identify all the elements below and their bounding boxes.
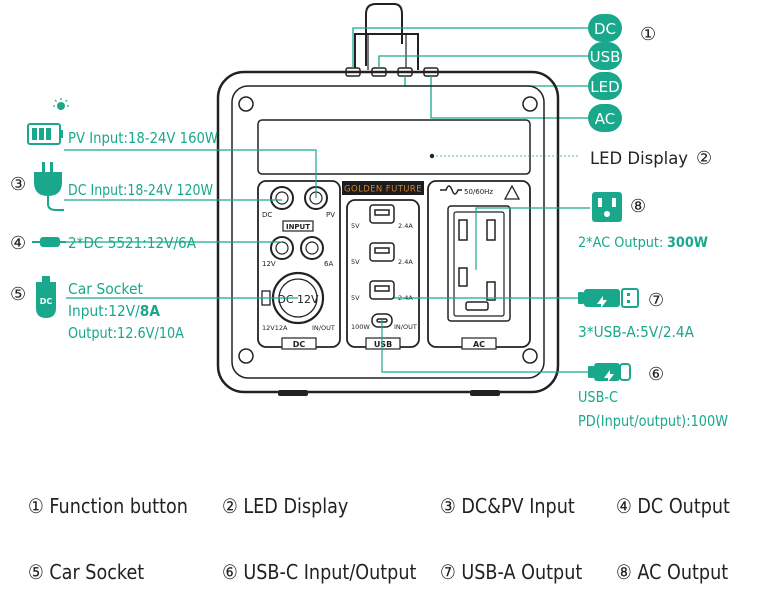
legend-item-ac-output: ⑧ AC Output	[616, 560, 728, 584]
device-handle	[365, 3, 403, 66]
port-pv-label: PV	[326, 211, 335, 219]
usb-c-title: USB-C	[578, 388, 618, 406]
dc-panel-label-text: DC	[293, 340, 306, 349]
input-label-box: INPUT	[282, 220, 314, 232]
car-plug-icon: DC	[36, 276, 56, 318]
usb-panel-label: USB	[365, 337, 401, 350]
legend-item-dc-pv-input: ③ DC&PV Input	[440, 494, 575, 518]
legend-number: ⑧	[616, 560, 632, 584]
warning-icon	[503, 184, 521, 200]
usb2-24a-label: 2.4A	[398, 258, 413, 266]
car-socket-label: DC 12V	[277, 293, 319, 306]
legend-label: USB-A Output	[461, 560, 583, 584]
dc-panel-label: DC	[281, 337, 317, 350]
badge-usb: USB	[588, 42, 622, 70]
badge-led-label: LED	[590, 78, 619, 96]
led-display-area	[257, 119, 531, 175]
car-input-value: 8A	[140, 302, 161, 320]
badge-dc-label: DC	[594, 20, 616, 38]
usb3-5v-label: 5V	[351, 294, 360, 302]
callout-number-5: ⑤	[10, 284, 26, 305]
car-output-text: Output:12.6V/10A	[68, 324, 185, 342]
pv-input-text: PV Input:18-24V 160W	[68, 129, 218, 147]
corner-screws	[238, 96, 538, 364]
ac-output-line: 2*AC Output:300W	[578, 235, 708, 251]
legend-label: AC Output	[637, 560, 729, 584]
input-label: INPUT	[286, 223, 310, 231]
car-socket-title: Car Socket	[68, 280, 143, 298]
badge-dc: DC	[588, 14, 622, 42]
svg-text:DC: DC	[40, 297, 53, 306]
callout-number-6: ⑥	[648, 364, 664, 385]
car-input-line: Input:12V/8A	[68, 302, 160, 320]
brand-text: GOLDEN FUTURE	[344, 185, 422, 195]
port-12v-label: 12V	[262, 260, 276, 268]
badge-ac: AC	[588, 104, 622, 132]
legend-item-usb-c: ⑥ USB-C Input/Output	[222, 560, 416, 584]
led-display-text: LED Display	[590, 149, 688, 169]
usb1-5v-label: 5V	[351, 222, 360, 230]
callout-number-2: ②	[696, 148, 712, 169]
pv-icon	[27, 98, 69, 145]
legend-label: Function button	[49, 494, 188, 518]
dc-input-text: DC Input:18-24V 120W	[68, 181, 213, 199]
ac-wave-icon	[440, 185, 462, 195]
dc-plug-icon	[34, 162, 64, 211]
legend-number: ⑦	[440, 560, 456, 584]
callout-number-8: ⑧	[630, 196, 646, 217]
legend-number: ④	[616, 494, 632, 518]
legend-item-function-button: ① Function button	[28, 494, 188, 518]
legend-label: DC&PV Input	[461, 494, 575, 518]
usb-a-plug-icon	[578, 288, 639, 308]
legend-label: LED Display	[243, 494, 349, 518]
callout-number-4: ④	[10, 233, 26, 254]
badge-ac-label: AC	[595, 110, 615, 128]
port-dc-label: DC	[262, 211, 272, 219]
legend-item-dc-output: ④ DC Output	[616, 494, 730, 518]
ac-output-prefix: 2*AC Output:	[578, 235, 663, 251]
dc-cable-icon	[32, 237, 66, 247]
usb-panel-label-text: USB	[374, 340, 392, 349]
callout-number-3: ③	[10, 174, 26, 195]
badge-usb-label: USB	[590, 48, 621, 66]
legend-number: ②	[222, 494, 238, 518]
brand-plate	[342, 181, 424, 195]
usb1-24a-label: 2.4A	[398, 222, 413, 230]
usbc-100w-label: 100W	[351, 323, 370, 331]
car-12v12a-label: 12V12A	[262, 324, 288, 332]
usb2-5v-label: 5V	[351, 258, 360, 266]
ac-output-value: 300W	[667, 235, 708, 251]
badge-led: LED	[588, 72, 622, 100]
device-body	[216, 70, 560, 394]
legend-label: Car Socket	[49, 560, 145, 584]
legend-number: ⑤	[28, 560, 44, 584]
legend-item-car-socket: ⑤ Car Socket	[28, 560, 144, 584]
ac-panel-label-text: AC	[473, 340, 485, 349]
callout-number-7: ⑦	[648, 290, 664, 311]
device-diagram: DC ① USB LED AC GOLDEN FUTURE DC PV INPU…	[10, 3, 728, 430]
port-6a-label: 6A	[324, 260, 333, 268]
legend-item-usb-a: ⑦ USB-A Output	[440, 560, 582, 584]
ac-outlet-icon	[592, 192, 622, 222]
usb-c-output-text: PD(Input/output):100W	[578, 412, 728, 430]
legend-label: DC Output	[637, 494, 730, 518]
dc-output-text: 2*DC 5521:12V/6A	[68, 234, 197, 252]
usb-c-plug-icon	[588, 363, 631, 382]
legend-number: ③	[440, 494, 456, 518]
legend-number: ①	[28, 494, 44, 518]
car-inout-label: IN/OUT	[312, 324, 335, 332]
legend-number: ⑥	[222, 560, 238, 584]
ac-freq-label: 50/60Hz	[464, 188, 493, 196]
usb-a-output-text: 3*USB-A:5V/2.4A	[578, 323, 695, 341]
legend-label: USB-C Input/Output	[243, 560, 417, 584]
ac-panel-label: AC	[461, 337, 497, 350]
callout-number-1: ①	[640, 24, 656, 45]
legend-item-led-display: ② LED Display	[222, 494, 348, 518]
usbc-inout-label: IN/OUT	[394, 323, 417, 331]
car-input-prefix: Input:12V/	[68, 302, 141, 320]
